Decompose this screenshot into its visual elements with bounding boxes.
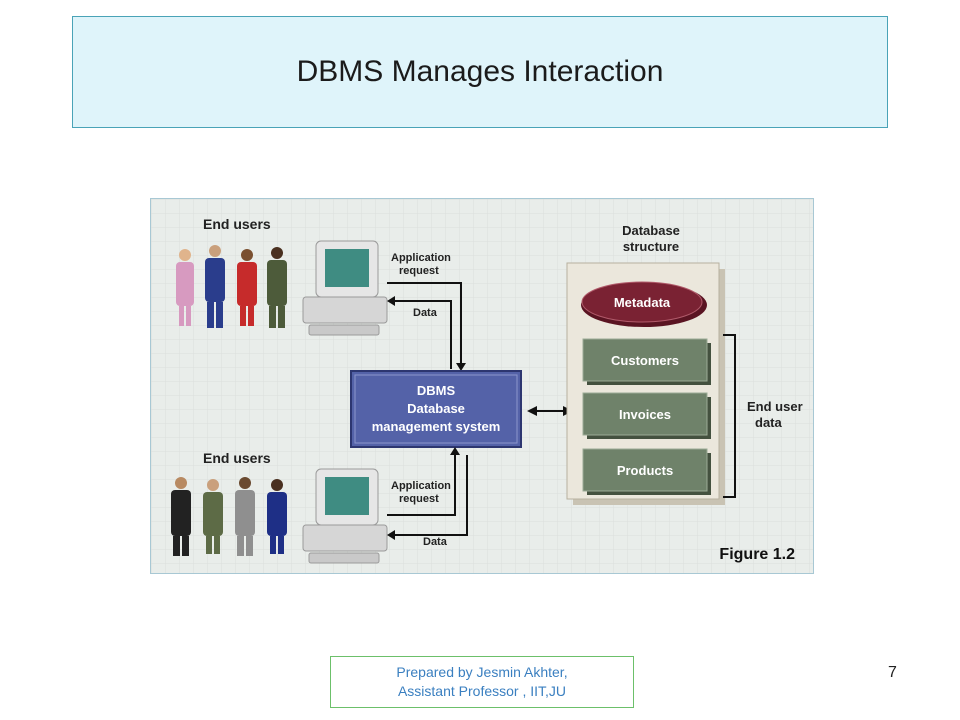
dbms-line3: management system <box>372 419 501 434</box>
user-figure-icon <box>235 477 255 556</box>
footer-credit-line2: Assistant Professor , IIT,JU <box>397 683 567 699</box>
footer-credit-line1: Prepared by Jesmin Akhter, <box>396 664 568 680</box>
user-figure-icon <box>267 479 287 554</box>
dbms-figure: End users <box>150 198 814 574</box>
customers-table-box <box>582 338 711 385</box>
metadata-ellipse <box>581 281 707 327</box>
arrow-head-icon <box>387 296 395 306</box>
arrow-head-icon <box>450 447 460 455</box>
dbms-diagram: End users <box>151 199 813 573</box>
app-request-top-line2: request <box>399 265 439 277</box>
app-request-bottom-line2: request <box>399 493 439 505</box>
user-figure-icon <box>203 479 223 554</box>
page-number: 7 <box>888 664 897 681</box>
user-figure-icon <box>237 249 257 326</box>
computer-top-icon <box>302 240 388 336</box>
user-group-top <box>176 245 287 328</box>
metadata-label: Metadata <box>614 295 671 310</box>
bottom-connection-arrows <box>387 455 468 536</box>
user-figure-icon <box>267 247 287 328</box>
footer-credit-box: Prepared by Jesmin Akhter, Assistant Pro… <box>330 656 634 708</box>
end-user-data-line1: End user <box>747 399 803 414</box>
end-user-data-bracket <box>723 334 736 498</box>
dbms-box <box>350 370 522 448</box>
user-figure-icon <box>171 477 191 556</box>
slide-title-box: DBMS Manages Interaction <box>72 16 888 128</box>
products-table-box <box>582 448 711 495</box>
arrow-head-icon <box>387 530 395 540</box>
end-user-data-line2: data <box>755 415 783 430</box>
end-users-bottom-label: End users <box>203 450 271 466</box>
invoices-table-box <box>582 392 711 439</box>
user-figure-icon <box>176 249 194 326</box>
arrow-head-icon <box>456 363 466 371</box>
dbms-line1: DBMS <box>417 383 456 398</box>
slide-title: DBMS Manages Interaction <box>296 55 664 88</box>
data-bottom-label: Data <box>423 536 448 548</box>
data-top-label: Data <box>413 307 438 319</box>
app-request-bottom-line1: Application <box>391 480 451 492</box>
app-request-top-line1: Application <box>391 252 451 264</box>
user-group-bottom <box>171 477 287 556</box>
computer-bottom-icon <box>302 468 388 564</box>
db-structure-line1: Database <box>622 223 680 238</box>
customers-label: Customers <box>611 353 679 368</box>
top-connection-arrows <box>387 282 462 369</box>
dbms-line2: Database <box>407 401 465 416</box>
products-label: Products <box>617 463 673 478</box>
invoices-label: Invoices <box>619 407 671 422</box>
end-users-top-label: End users <box>203 216 271 232</box>
db-structure-line2: structure <box>623 239 679 254</box>
user-figure-icon <box>205 245 225 328</box>
figure-caption: Figure 1.2 <box>719 546 795 563</box>
arrow-head-icon <box>527 406 537 416</box>
